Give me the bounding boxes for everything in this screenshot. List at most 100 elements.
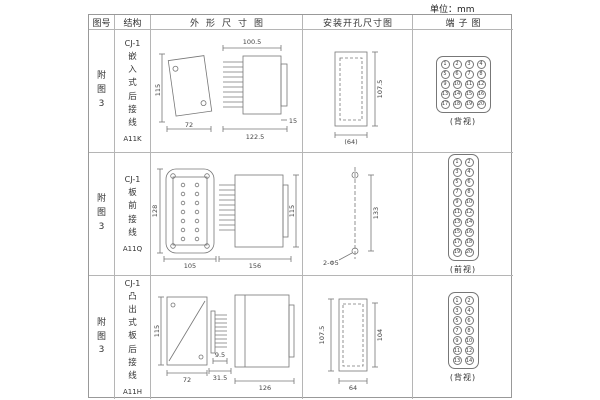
terminal-circle: 1 — [452, 157, 462, 167]
terminal-circle: 9 — [452, 336, 462, 345]
row3-type-code: A11H — [123, 388, 142, 397]
row1-dim-flange: 15 — [288, 117, 296, 125]
terminal-circle: 3 — [452, 167, 462, 177]
row2-structure-desc: 板前接线 — [128, 188, 137, 238]
row3-install-svg: 107.5 104 64 — [318, 298, 384, 392]
spec-table: 图号 结构 外形尺寸图 安装开孔尺寸图 端子图 附图3 CJ-1 嵌入式后接线 … — [88, 14, 513, 399]
terminal-circle: 19 — [464, 99, 474, 109]
row2-install-hole-label: 2-Φ5 — [323, 259, 339, 267]
terminal-circle: 1 — [452, 296, 462, 305]
terminal-circle: 10 — [464, 197, 474, 207]
terminal-circle: 13 — [440, 89, 450, 99]
header-outline: 外形尺寸图 — [151, 15, 303, 30]
row1-terminal-caption: (背视) — [449, 116, 477, 126]
header-structure-label: 结构 — [123, 18, 142, 29]
terminal-circle: 9 — [440, 79, 450, 89]
terminal-circle: 8 — [476, 69, 486, 79]
row3-fig-no-text: 附图3 — [96, 317, 106, 356]
terminal-circle: 15 — [464, 89, 474, 99]
row1-outline-drawing: 115 72 100.5 122.5 15 — [151, 30, 303, 153]
terminal-circle: 9 — [452, 197, 462, 207]
terminal-circle: 4 — [464, 167, 474, 177]
row3-outline-svg: 115 72 9.5 31.5 126 — [153, 294, 294, 392]
terminal-circle: 17 — [452, 237, 462, 247]
row1-model: CJ-1 — [124, 38, 141, 48]
row1-dim-depth: 100.5 — [242, 38, 261, 46]
header-fig-no: 图号 — [89, 15, 115, 30]
row1-type-code: A11K — [123, 135, 142, 144]
row3-structure: CJ-1 凸出式板后接线 A11H — [115, 276, 151, 399]
row2-fig-no-text: 附图3 — [96, 194, 106, 232]
row3-install-width: 64 — [348, 384, 356, 392]
terminal-circle: 7 — [464, 69, 474, 79]
row2-outline-drawing: 128 105 156 115 — [151, 153, 303, 276]
row3-install-inner-height: 104 — [376, 328, 384, 340]
terminal-circle: 5 — [452, 177, 462, 187]
terminal-circle: 1 — [440, 59, 450, 69]
terminal-circle: 12 — [476, 79, 486, 89]
terminal-circle: 11 — [452, 346, 462, 355]
header-outline-label: 外形尺寸图 — [189, 18, 270, 29]
row1-outline-svg: 115 72 100.5 122.5 15 — [154, 38, 297, 141]
row3-install-height: 107.5 — [318, 325, 326, 344]
row3-dim-base-depth: 31.5 — [212, 374, 226, 382]
row1-install-width: (64) — [344, 138, 357, 146]
terminal-circle: 3 — [452, 306, 462, 315]
terminal-circle: 7 — [452, 326, 462, 335]
row3-dim-width: 72 — [182, 376, 190, 384]
terminal-circle: 14 — [464, 356, 474, 365]
row2-model: CJ-1 — [124, 175, 141, 185]
terminal-circle: 8 — [464, 326, 474, 335]
row1-dim-height: 115 — [154, 84, 162, 96]
terminal-circle: 16 — [476, 89, 486, 99]
row2-install-svg: 133 2-Φ5 — [323, 167, 380, 267]
terminal-circle: 13 — [452, 356, 462, 365]
terminal-circle: 18 — [452, 99, 462, 109]
row1-install-height: 107.5 — [376, 80, 384, 99]
terminal-circle: 7 — [452, 187, 462, 197]
row3-fig-no: 附图3 — [89, 276, 115, 399]
header-install: 安装开孔尺寸图 — [303, 15, 413, 30]
terminal-circle: 16 — [464, 227, 474, 237]
terminal-circle: 2 — [452, 59, 462, 69]
row3-outline-drawing: 115 72 9.5 31.5 126 — [151, 276, 303, 399]
row2-install-hole-span: 133 — [372, 207, 380, 219]
row2-dim-width: 105 — [183, 262, 195, 270]
row3-install-drawing: 107.5 104 64 — [303, 276, 413, 399]
row1-fig-no-text: 附图3 — [96, 71, 106, 109]
terminal-circle: 6 — [452, 69, 462, 79]
header-terminal: 端子图 — [413, 15, 513, 30]
row1-fig-no: 附图3 — [89, 30, 115, 153]
terminal-circle: 6 — [464, 177, 474, 187]
row3-model: CJ-1 — [124, 278, 141, 288]
terminal-circle: 12 — [464, 207, 474, 217]
row2-dim-height: 128 — [151, 205, 159, 217]
terminal-circle: 10 — [464, 336, 474, 345]
row2-dim-depth: 156 — [248, 262, 260, 270]
terminal-circle: 10 — [452, 79, 462, 89]
row1-structure-desc: 嵌入式后接线 — [128, 51, 137, 128]
row3-structure-desc: 凸出式板后接线 — [128, 291, 137, 381]
terminal-circle: 12 — [464, 346, 474, 355]
row1-install-drawing: 107.5 (64) — [303, 30, 413, 153]
terminal-circle: 11 — [452, 207, 462, 217]
header-structure: 结构 — [115, 15, 151, 30]
row1-dim-width: 72 — [184, 121, 192, 129]
terminal-circle: 13 — [452, 217, 462, 227]
terminal-circle: 4 — [464, 306, 474, 315]
terminal-circle: 14 — [464, 217, 474, 227]
terminal-circle: 4 — [476, 59, 486, 69]
row3-dim-height: 115 — [153, 324, 161, 336]
terminal-circle: 18 — [464, 237, 474, 247]
row1-dim-total-depth: 122.5 — [245, 133, 264, 141]
header-terminal-label: 端子图 — [445, 18, 485, 29]
terminal-circle: 3 — [464, 59, 474, 69]
terminal-circle: 14 — [452, 89, 462, 99]
